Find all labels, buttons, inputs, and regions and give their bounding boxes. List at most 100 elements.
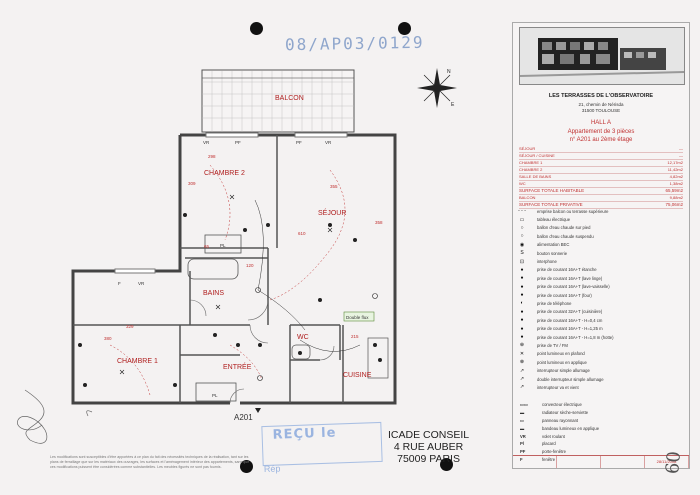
dimension-120: 120 — [246, 263, 254, 268]
hall-label: HALL A — [590, 120, 612, 126]
legend-symbol: ● — [520, 317, 524, 324]
legend-item: ●prise de courant 16A+T - H=0,4 cm — [517, 316, 685, 324]
legend-item: - - -emprise balcon ou terrasse supérieu… — [518, 208, 609, 215]
legend-item: ●prise de courant 16A+T (four) — [517, 291, 685, 299]
dimension-65: 65 — [204, 244, 210, 249]
switch-lines — [254, 199, 361, 352]
dimension-358: 358 — [375, 220, 383, 225]
received-label: REÇU le — [272, 425, 337, 443]
floor-plan: BALCON CHAMBRE 2 SÉJOUR BAINS CHAMBRE 1 … — [17, 68, 457, 444]
room-label-chambre1: CHAMBRE 1 — [117, 358, 158, 365]
room-label-entree: ENTRÉE — [223, 362, 252, 371]
kitchen-counter — [367, 337, 389, 379]
legend-item: ●prise de courant 16A+T - H=1,25 m — [517, 324, 685, 332]
door-swings — [189, 299, 335, 404]
lot-label: A201 — [234, 413, 253, 422]
legend-symbol: ● — [520, 266, 524, 273]
svg-text:E: E — [451, 102, 455, 108]
legend-symbol: - - - — [518, 208, 526, 215]
legend: - - -emprise balcon ou terrasse supérieu… — [517, 207, 685, 392]
legend-symbol: ○ — [520, 233, 524, 240]
light-point-symbols — [119, 194, 378, 381]
legend-item: ✕point lumineux en plafond — [517, 350, 685, 358]
legend-symbol: ↗ — [519, 384, 525, 391]
legend-symbol: ⊡ — [519, 258, 525, 265]
legend-symbol: ✕ — [519, 350, 525, 357]
fixture-pf: PF — [235, 140, 241, 145]
legend-item: ▬radiateur sèche-serviette — [520, 410, 589, 416]
fixture-pf: PF — [296, 140, 302, 145]
legend-symbol: ◐ — [520, 300, 524, 307]
legend-item: ▭panneau rayonnant — [520, 417, 579, 423]
room-label-wc: WC — [297, 334, 309, 341]
closet-chambre1 — [195, 382, 237, 402]
legend-symbol: ● — [520, 275, 524, 282]
area-row: SÉJOUR / CUISINE— — [519, 153, 683, 160]
legend-item: ↗interrupteur va et vient — [517, 383, 685, 391]
legend-item: ▬bandeau lumineux en applique — [520, 425, 600, 431]
toilet — [291, 344, 311, 360]
electrical-circuits — [109, 164, 346, 396]
company-address-stamp: ICADE CONSEIL 4 RUE AUBER 75009 PARIS — [388, 429, 469, 465]
footer-date: 28/11/2008 — [645, 456, 689, 468]
disclaimer-notes: Les modifications sont susceptibles d'êt… — [50, 455, 250, 469]
window-openings — [114, 132, 348, 274]
legend-item: ◐prise de téléphone — [517, 299, 685, 307]
title-block-footer: 28/11/2008 — [513, 455, 689, 468]
room-label-chambre2: CHAMBRE 2 — [204, 170, 245, 177]
entrance-marker — [255, 408, 261, 413]
fixture-vr: VR — [203, 140, 210, 145]
legend-symbol: ● — [520, 308, 524, 315]
legend-symbol: ↗ — [519, 376, 525, 382]
room-label-balcon: BALCON — [275, 95, 304, 102]
company-city: 75009 PARIS — [397, 453, 460, 465]
legend-symbol: ⊗ — [519, 359, 525, 366]
footer-cell — [513, 456, 557, 468]
legend-symbol: ⊕ — [519, 342, 525, 349]
legend-symbol: ○ — [520, 224, 524, 231]
footer-cell — [601, 456, 645, 468]
legend-symbol: ↗ — [519, 367, 525, 374]
legend-item: ↗interrupteur simple allumage — [517, 366, 685, 374]
dimension-309: 309 — [188, 181, 196, 186]
punch-hole — [250, 22, 263, 35]
dimension-380: 380 — [104, 336, 112, 341]
interior-walls — [73, 135, 344, 403]
outlet-symbols — [78, 213, 382, 387]
legend-item: ⊗point lumineux en applique — [517, 358, 685, 366]
site-map-image — [520, 28, 684, 84]
dimension-355: 355 — [330, 184, 338, 189]
dimension-329: 329 — [126, 324, 134, 329]
title-block: LES TERRASSES DE L'OBSERVATOIRE 21, chem… — [512, 22, 690, 469]
dimension-610: 610 — [298, 231, 306, 236]
company-name: ICADE CONSEIL — [388, 429, 470, 441]
balcony — [201, 69, 355, 133]
svg-text:N: N — [447, 69, 451, 75]
room-label-cuisine: CUISINE — [343, 372, 372, 379]
room-label-sejour: SÉJOUR — [318, 208, 346, 217]
legend-item: ⊡interphone — [517, 257, 685, 265]
legend-heating: ▭▭convecteur électrique ▬radiateur sèche… — [517, 401, 685, 463]
north-compass: N E — [417, 68, 457, 108]
legend-item: ▭▭convecteur électrique — [520, 402, 582, 408]
pen-scribble — [17, 389, 93, 444]
dimension-215: 215 — [351, 334, 359, 339]
legend-item: ●prise de courant 32A+T (cuisinière) — [517, 308, 685, 316]
exterior-walls — [71, 133, 397, 405]
company-street: 4 RUE AUBER — [393, 441, 464, 453]
received-stamp: REÇU le Rép — [261, 421, 383, 474]
reply-label: Rép — [263, 463, 281, 475]
legend-symbol: ● — [520, 292, 524, 299]
address-line1: 21, chemin de Nérisda — [578, 102, 624, 107]
legend-item: ↗double interrupteur simple allumage — [517, 375, 685, 383]
